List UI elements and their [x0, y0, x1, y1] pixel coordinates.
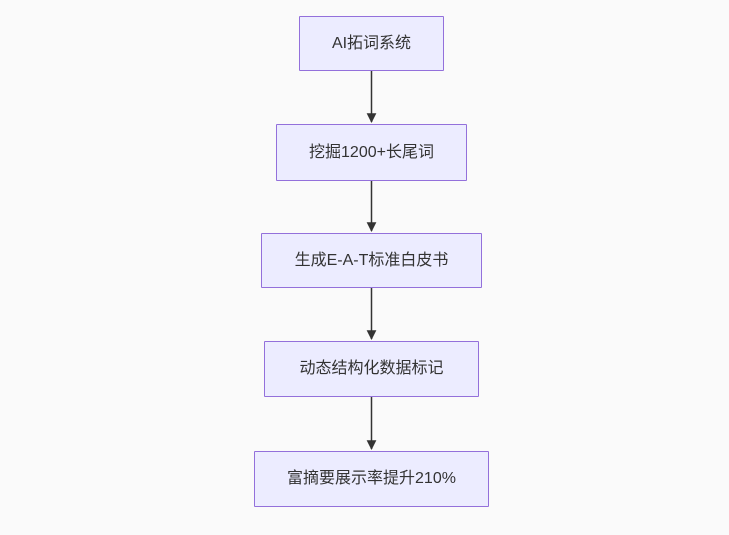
node-label: 生成E-A-T标准白皮书 [294, 251, 449, 269]
node-label: 动态结构化数据标记 [299, 360, 444, 378]
flowchart-node-ai-expansion-system: AI拓词系统 [299, 16, 444, 71]
flowchart-node-rich-snippet-rate: 富摘要展示率提升210% [254, 451, 489, 507]
node-label: 富摘要展示率提升210% [287, 470, 456, 488]
flowchart-node-longtail-mining: 挖掘1200+长尾词 [276, 124, 467, 181]
node-label: AI拓词系统 [331, 34, 412, 52]
flowchart-node-eat-whitepaper: 生成E-A-T标准白皮书 [261, 233, 482, 288]
node-label: 挖掘1200+长尾词 [309, 143, 434, 161]
flowchart-node-structured-data-markup: 动态结构化数据标记 [264, 341, 479, 397]
